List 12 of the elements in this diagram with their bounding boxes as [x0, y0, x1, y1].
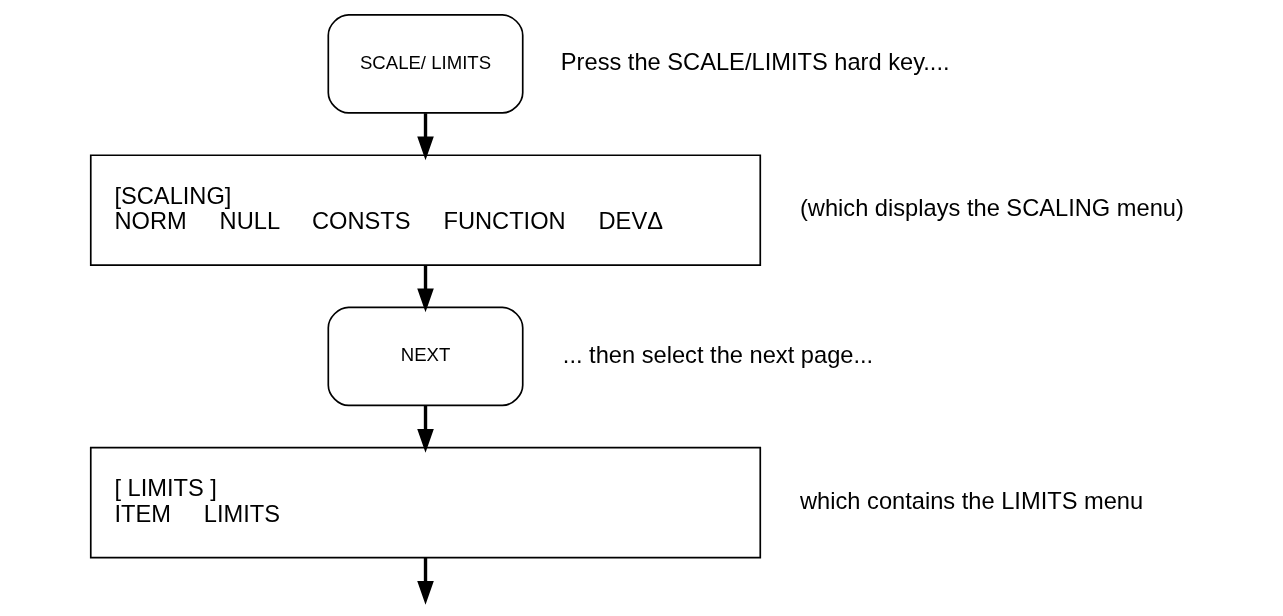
node-label: (which displays the SCALING menu) — [799, 195, 1184, 222]
node-label: which contains the LIMITS menu — [800, 487, 1144, 514]
node-box: NEXT — [327, 306, 524, 407]
node-label: Press the SCALE/LIMITS hard key.... — [560, 49, 950, 76]
node-box: [SCALING] NORM NULL CONSTS FUNCTION DEVΔ — [89, 154, 762, 266]
arrow — [417, 113, 434, 161]
node-box: SCALE/ LIMITS — [327, 14, 524, 114]
arrow — [417, 405, 434, 453]
arrow — [417, 557, 434, 605]
node-box: [ LIMITS ] ITEM LIMITS — [89, 446, 762, 559]
arrow — [417, 265, 434, 313]
node-label: ... then select the next page... — [562, 341, 874, 368]
